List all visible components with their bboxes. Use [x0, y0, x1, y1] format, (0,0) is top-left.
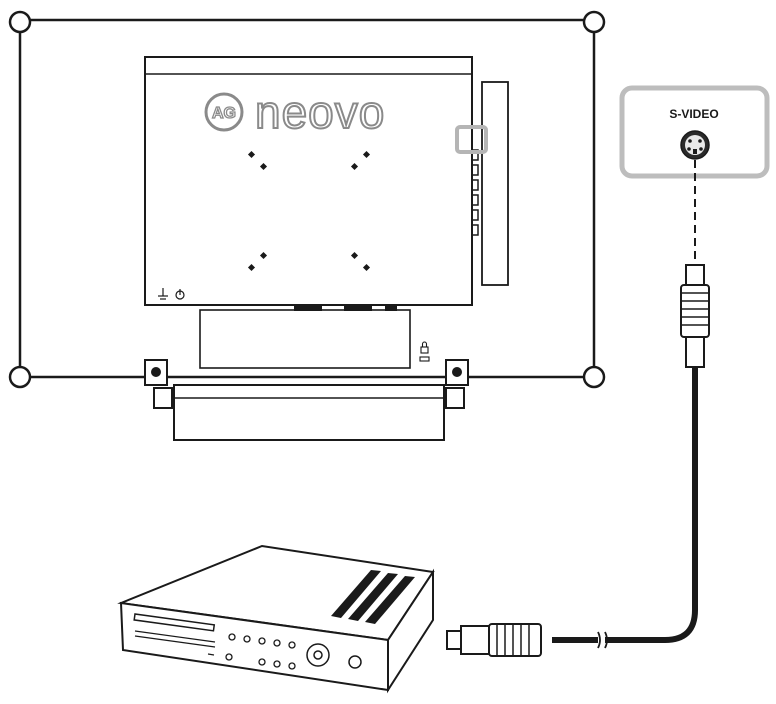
ag-neovo-logo: AG neovo — [204, 85, 385, 139]
s-video-cable — [446, 264, 710, 657]
player-buttons — [225, 633, 296, 670]
connector-bay — [199, 309, 411, 369]
logo-mark-text: AG — [212, 105, 236, 122]
cable-cord — [605, 367, 698, 643]
player-side-face — [387, 568, 434, 694]
corner-mount-bottom-right — [582, 365, 606, 389]
ground-symbol-icon — [158, 288, 168, 300]
cable-plug-top — [680, 264, 710, 368]
player-vents — [331, 570, 415, 624]
logo-wordmark: neovo — [255, 86, 385, 138]
cable-break-mark — [597, 631, 608, 649]
power-symbol-icon — [175, 289, 185, 300]
cable-plug-bottom — [446, 623, 542, 657]
stand-base — [173, 384, 445, 441]
dvd-player-device — [117, 544, 435, 694]
vesa-mount-holes — [247, 150, 371, 272]
side-buttons — [471, 149, 479, 236]
s-video-port-label: S-VIDEO — [669, 107, 718, 121]
player-power-knob — [348, 655, 362, 669]
monitor-rear-panel — [8, 10, 606, 389]
corner-mount-top-right — [582, 10, 606, 34]
monitor-stand — [144, 359, 469, 441]
monitor-back-housing — [144, 56, 509, 369]
corner-mount-bottom-left — [8, 365, 32, 389]
lock-icon — [419, 341, 430, 362]
corner-mount-top-left — [8, 10, 32, 34]
monitor-outer-frame — [18, 18, 596, 379]
side-control-panel — [481, 81, 509, 286]
player-nav-dial-icon — [306, 643, 330, 667]
logo-mark-circle — [204, 92, 244, 132]
s-video-port-icon — [680, 130, 710, 160]
disc-tray — [133, 613, 216, 632]
port-highlight-box — [455, 125, 488, 154]
